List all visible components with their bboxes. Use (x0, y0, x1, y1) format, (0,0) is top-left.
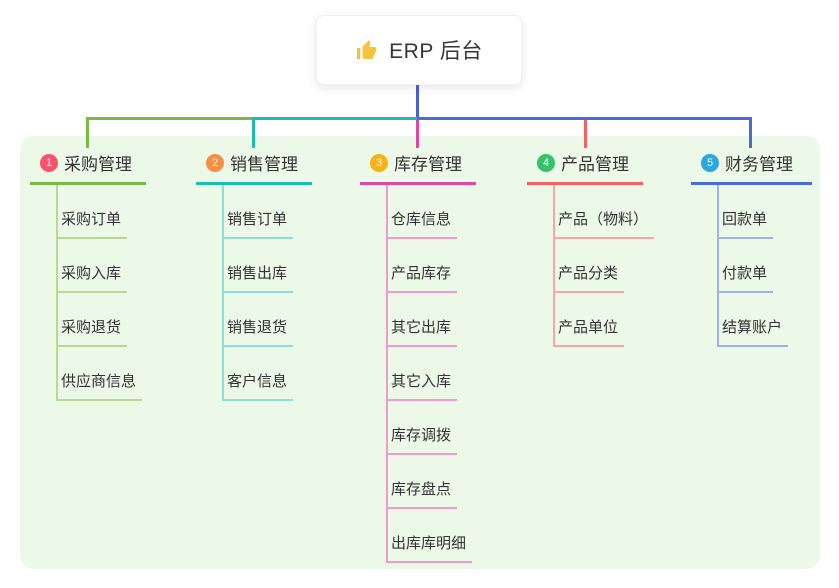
branch-badge: 5 (701, 153, 719, 172)
child-topic[interactable]: 供应商信息 (58, 347, 143, 401)
child-topic[interactable]: 采购订单 (58, 185, 128, 239)
branch-title: 库存管理 (394, 155, 462, 174)
child-topic[interactable]: 付款单 (719, 239, 774, 293)
connector-branch-drop (252, 117, 255, 148)
root-topic[interactable]: ERP 后台 (316, 15, 522, 85)
branch-head[interactable]: 5 财务管理 (691, 150, 812, 185)
branch-badge: 1 (40, 153, 58, 172)
connector-bus-segment (417, 117, 752, 120)
branch-badge: 3 (370, 153, 388, 172)
child-topic[interactable]: 回款单 (719, 185, 774, 239)
branch-children: 采购订单采购入库采购退货供应商信息 (56, 185, 143, 401)
connector-root-drop (416, 85, 419, 118)
child-topic[interactable]: 产品单位 (555, 293, 625, 347)
child-topic[interactable]: 产品库存 (388, 239, 458, 293)
connector-bus-segment (254, 117, 417, 120)
connector-branch-drop (86, 117, 89, 148)
branch-topic: 5 财务管理 回款单付款单结算账户 (691, 150, 812, 347)
branch-topic: 1 采购管理 采购订单采购入库采购退货供应商信息 (30, 150, 146, 401)
branch-children: 销售订单销售出库销售退货客户信息 (222, 185, 294, 401)
branch-title: 采购管理 (64, 155, 132, 174)
child-topic[interactable]: 客户信息 (224, 347, 294, 401)
connector-branch-drop (416, 120, 419, 148)
branch-title: 产品管理 (561, 155, 629, 174)
child-topic[interactable]: 结算账户 (719, 293, 789, 347)
branch-badge: 2 (206, 153, 224, 172)
thumbs-up-icon (355, 38, 379, 62)
child-topic[interactable]: 采购退货 (58, 293, 128, 347)
branch-head[interactable]: 2 销售管理 (196, 150, 312, 185)
root-title: ERP 后台 (389, 40, 483, 63)
branch-badge: 4 (537, 153, 555, 172)
branch-head[interactable]: 1 采购管理 (30, 150, 146, 185)
branch-children: 仓库信息产品库存其它出库其它入库库存调拨库存盘点出库库明细 (386, 185, 473, 563)
branch-head[interactable]: 4 产品管理 (527, 150, 643, 185)
connector-branch-drop (749, 117, 752, 148)
branch-children: 回款单付款单结算账户 (717, 185, 789, 347)
branch-title: 销售管理 (230, 155, 298, 174)
child-topic[interactable]: 销售退货 (224, 293, 294, 347)
child-topic[interactable]: 仓库信息 (388, 185, 458, 239)
child-topic[interactable]: 产品分类 (555, 239, 625, 293)
connector-branch-drop (584, 120, 587, 148)
child-topic[interactable]: 产品（物料） (555, 185, 655, 239)
branches-panel (20, 136, 820, 569)
child-topic[interactable]: 采购入库 (58, 239, 128, 293)
branch-children: 产品（物料）产品分类产品单位 (553, 185, 655, 347)
child-topic[interactable]: 其它入库 (388, 347, 458, 401)
branch-topic: 2 销售管理 销售订单销售出库销售退货客户信息 (196, 150, 312, 401)
child-topic[interactable]: 销售订单 (224, 185, 294, 239)
child-topic[interactable]: 其它出库 (388, 293, 458, 347)
child-topic[interactable]: 库存盘点 (388, 455, 458, 509)
child-topic[interactable]: 销售出库 (224, 239, 294, 293)
branch-title: 财务管理 (725, 155, 793, 174)
branch-head[interactable]: 3 库存管理 (360, 150, 476, 185)
child-topic[interactable]: 库存调拨 (388, 401, 458, 455)
branch-topic: 4 产品管理 产品（物料）产品分类产品单位 (527, 150, 655, 347)
connector-bus-segment (86, 117, 254, 120)
child-topic[interactable]: 出库库明细 (388, 509, 473, 563)
branch-topic: 3 库存管理 仓库信息产品库存其它出库其它入库库存调拨库存盘点出库库明细 (360, 150, 476, 563)
